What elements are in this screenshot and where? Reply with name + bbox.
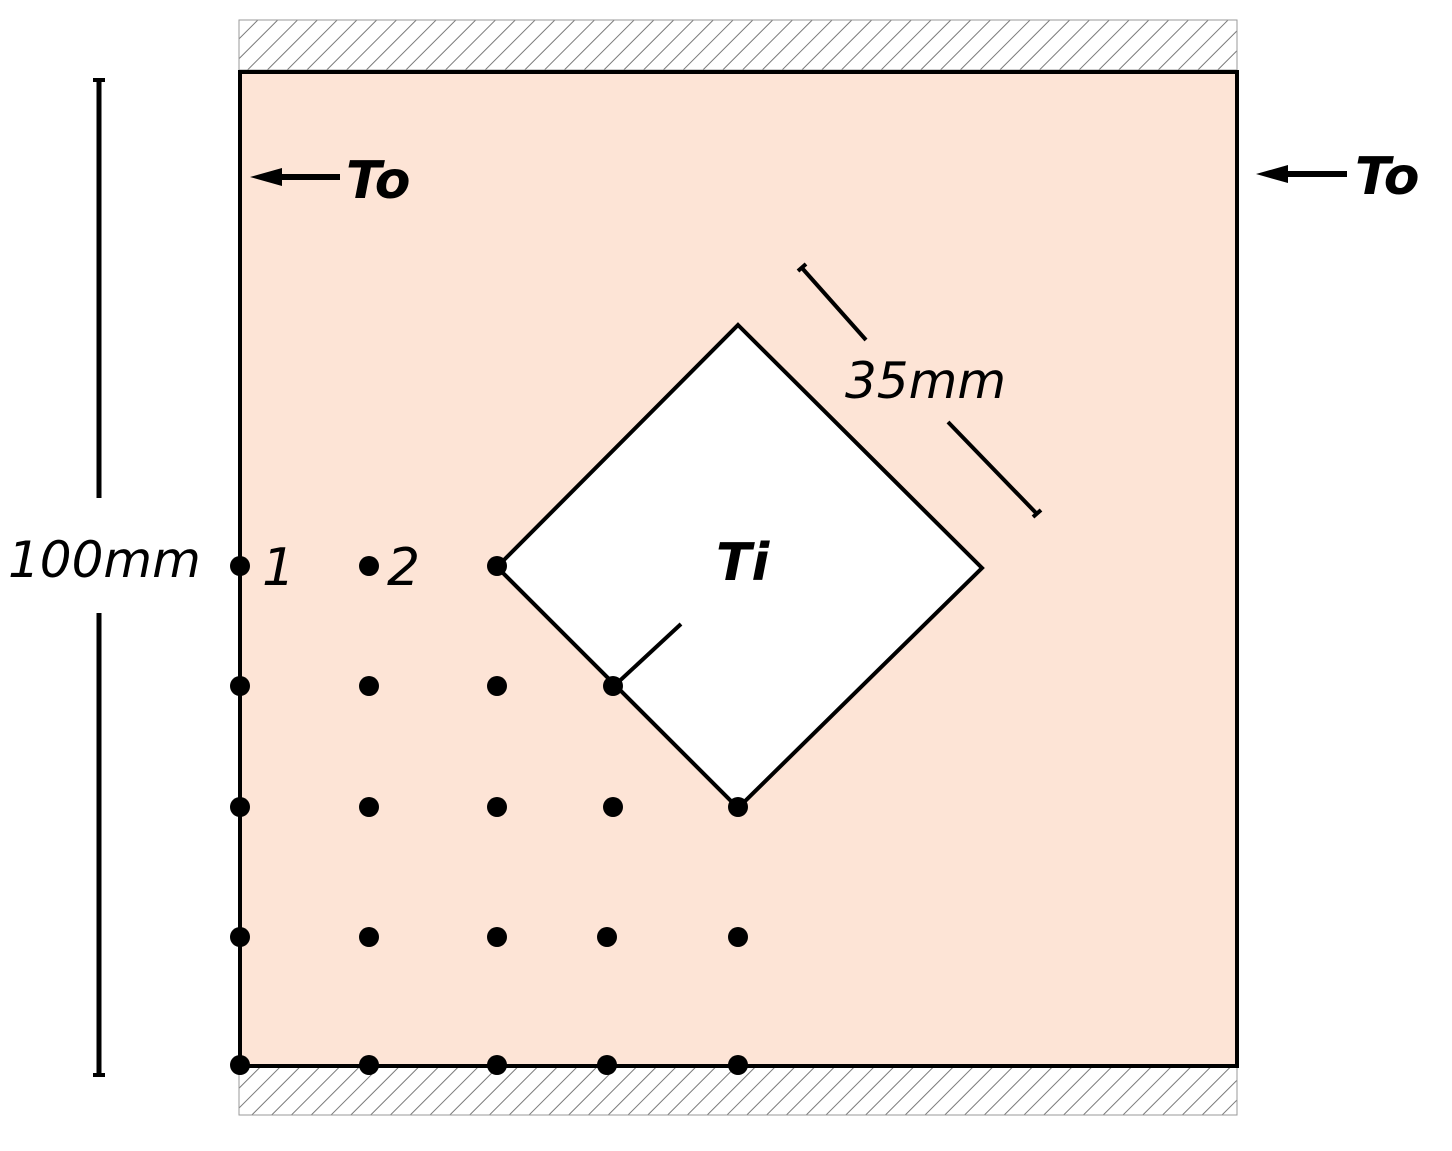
node <box>359 556 379 576</box>
node <box>230 797 250 817</box>
node <box>728 797 748 817</box>
side-dimension-line-upper <box>800 266 868 342</box>
node <box>728 1055 748 1075</box>
node <box>487 676 507 696</box>
node <box>597 927 617 947</box>
node <box>230 1055 250 1075</box>
node <box>597 1055 617 1075</box>
side-dimension-line-lower <box>946 420 1039 516</box>
node-grid <box>230 556 748 1075</box>
top-wall-hatch <box>238 19 1238 71</box>
node <box>487 1055 507 1075</box>
side-dimension-tick-top <box>796 262 808 273</box>
node-label-1: 1 <box>262 538 295 598</box>
side-dimension-tick-bottom <box>1031 508 1043 519</box>
node <box>603 797 623 817</box>
node <box>230 927 250 947</box>
node <box>728 927 748 947</box>
left-arrow-icon <box>250 168 340 186</box>
node-label-2: 2 <box>387 538 420 598</box>
node <box>359 927 379 947</box>
side-dimension-label: 35mm <box>845 352 1006 410</box>
node <box>359 676 379 696</box>
right-arrow-icon <box>1256 165 1347 183</box>
node <box>603 676 623 696</box>
node <box>487 797 507 817</box>
node <box>359 1055 379 1075</box>
node <box>230 676 250 696</box>
cavity-normal-line <box>611 622 683 689</box>
node <box>359 797 379 817</box>
node <box>230 556 250 576</box>
node <box>487 927 507 947</box>
outer-temp-label-right: To <box>1355 147 1420 207</box>
node <box>487 556 507 576</box>
outer-temp-label-left: To <box>346 151 411 211</box>
inner-temp-label: Ti <box>716 533 770 593</box>
height-dimension-label: 100mm <box>8 531 201 589</box>
